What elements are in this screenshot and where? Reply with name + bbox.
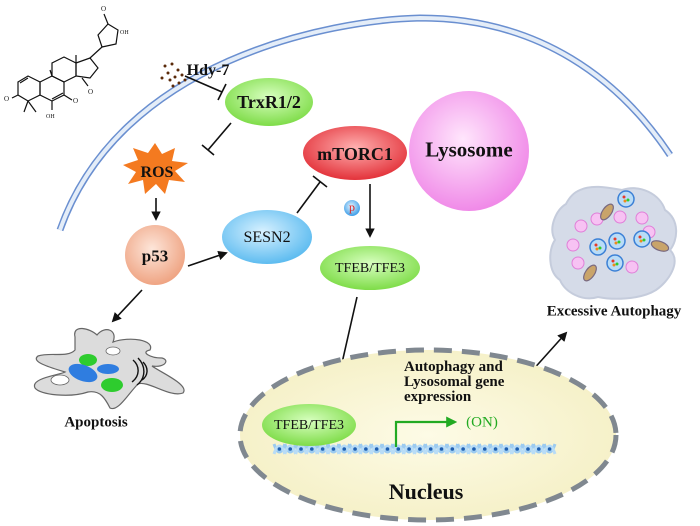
phospho-badge — [344, 200, 360, 216]
vesicle-icon — [635, 211, 649, 225]
vesicle-icon — [566, 238, 580, 252]
autophagy-cell — [549, 185, 678, 300]
ros-node — [123, 143, 188, 194]
hdy7-particles — [160, 62, 187, 88]
autophagosome-icon — [589, 238, 607, 256]
trxr-node — [225, 78, 313, 126]
mitochondrion-icon — [583, 264, 597, 282]
hdy7-structure — [11, 13, 119, 113]
vesicle-icon — [574, 219, 588, 233]
oh-top-label: OH — [120, 30, 129, 36]
lysosome-label: Lysosome — [425, 137, 513, 162]
o-epoxide-label: O — [88, 88, 93, 96]
tfeb-cyto-node — [320, 246, 420, 290]
nucleus — [237, 347, 619, 523]
lysosome-node — [409, 91, 529, 211]
apoptotic-cell — [34, 327, 185, 410]
edge-hdy7-trxr — [184, 75, 223, 93]
edge-trxr-ros — [207, 122, 232, 151]
o-top-label: O — [101, 5, 106, 13]
autophagosome-icon — [617, 190, 635, 208]
o-right-label: O — [73, 97, 78, 105]
trxr-label: TrxR1/2 — [237, 92, 301, 112]
o-left-label: O — [4, 95, 9, 103]
tfeb-nucleus-label: TFEB/TFE3 — [273, 418, 345, 433]
tfeb-nucleus-node — [262, 404, 356, 446]
mitochondrion-icon — [600, 203, 614, 221]
on-label: (ON) — [466, 414, 498, 431]
gene-expression-label: Autophagy and Lysosomal gene expression — [404, 359, 505, 405]
autophagy-label: Excessive Autophagy — [546, 303, 682, 320]
edges — [111, 75, 568, 387]
sesn2-node — [222, 210, 312, 264]
edge-p53-sesn2 — [187, 250, 228, 267]
phospho-label: p — [349, 200, 355, 214]
edge-sesn2-mtorc1 — [296, 181, 321, 214]
mitochondrion-icon — [650, 240, 670, 252]
tfeb-cyto-label: TFEB/TFE3 — [334, 261, 406, 276]
vesicle-icon — [571, 256, 585, 270]
vesicle-icon — [625, 260, 639, 274]
oh-bottom-label: OH — [46, 114, 55, 120]
ros-label: ROS — [140, 164, 174, 181]
autophagosome-icon — [608, 232, 626, 250]
apoptosis-label: Apoptosis — [64, 414, 128, 431]
dna-helix — [272, 443, 557, 455]
nucleus-label: Nucleus — [388, 479, 464, 504]
mtorc1-node — [303, 126, 407, 180]
hdy7-label: Hdy-7 — [186, 62, 230, 79]
p53-label: p53 — [141, 246, 169, 266]
mtorc1-label: mTORC1 — [317, 144, 393, 164]
autophagosome-icon — [633, 230, 651, 248]
edge-p53-apoptosis — [111, 289, 143, 323]
vesicle-icon — [613, 210, 627, 224]
sesn2-label: SESN2 — [243, 229, 291, 246]
autophagosome-icon — [606, 254, 624, 272]
gene-on-arrow — [394, 416, 458, 447]
cell-membrane — [56, 14, 673, 232]
edge-gene-autophagy — [530, 331, 568, 373]
p53-node — [125, 225, 185, 285]
